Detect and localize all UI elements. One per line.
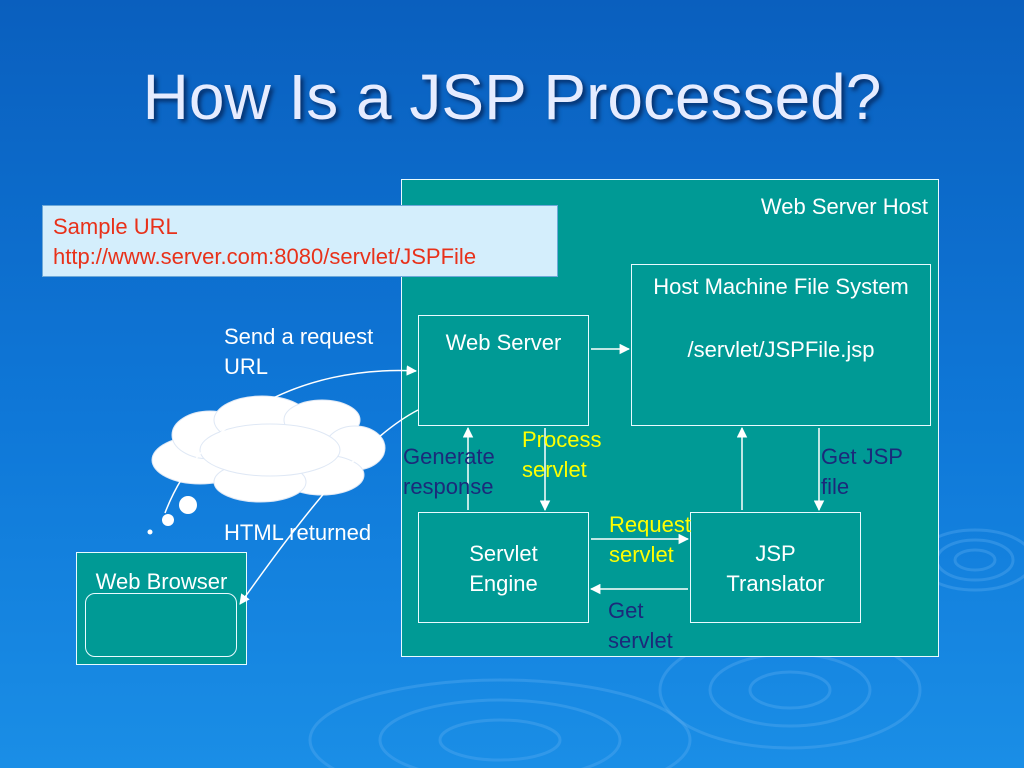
request-servlet-line2: servlet xyxy=(609,542,674,567)
get-jsp-file-label: Get JSP file xyxy=(821,442,903,502)
process-servlet-line1: Process xyxy=(522,427,602,452)
jsp-file-path: /servlet/JSPFile.jsp xyxy=(687,337,875,362)
web-server-box: Web Server xyxy=(418,315,589,426)
process-servlet-label: Process servlet xyxy=(522,425,601,485)
generate-response-line2: response xyxy=(403,474,494,499)
host-file-system-label: Host Machine File System xyxy=(653,274,909,299)
get-servlet-line1: Get xyxy=(608,598,644,623)
browser-window-frame xyxy=(85,593,237,657)
slide-title: How Is a JSP Processed? xyxy=(142,61,882,133)
thought-bubble-large-dot xyxy=(179,496,197,514)
thought-bubble-tiny-dot xyxy=(147,529,153,535)
servlet-engine-label: Servlet Engine xyxy=(419,539,588,599)
thought-bubble-small-dot xyxy=(162,514,174,526)
generate-response-label: Generate response xyxy=(403,442,495,502)
jsp-translator-box: JSP Translator xyxy=(690,512,861,623)
web-server-host-label: Web Server Host xyxy=(760,194,928,219)
send-request-line1: Send a request xyxy=(224,324,374,349)
web-server-label: Web Server xyxy=(445,330,562,355)
internet-cloud-icon xyxy=(151,395,386,503)
jsp-translator-line2: Translator xyxy=(726,571,825,596)
request-servlet-line1: Request xyxy=(609,512,691,537)
web-browser-box: Web Browser xyxy=(76,552,247,665)
send-request-label: Send a request URL xyxy=(224,322,373,382)
generate-response-line1: Generate xyxy=(403,444,495,469)
host-file-system-box: Host Machine File System /servlet/JSPFil… xyxy=(631,264,931,426)
sample-url-label: Sample URL xyxy=(53,214,178,239)
html-returned-arrow xyxy=(239,409,419,605)
sample-url-value: http://www.server.com:8080/servlet/JSPFi… xyxy=(53,244,477,269)
jsp-translator-label: JSP Translator xyxy=(691,539,860,599)
get-jsp-file-line2: file xyxy=(821,474,850,499)
html-returned-label: HTML returned xyxy=(224,520,372,545)
get-jsp-file-line1: Get JSP xyxy=(821,444,903,469)
jsp-translator-line1: JSP xyxy=(755,541,796,566)
sample-url-box: Sample URL http://www.server.com:8080/se… xyxy=(42,205,558,277)
process-servlet-line2: servlet xyxy=(522,457,587,482)
get-servlet-line2: servlet xyxy=(608,628,673,653)
request-servlet-label: Request servlet xyxy=(609,510,691,570)
servlet-engine-box: Servlet Engine xyxy=(418,512,589,623)
servlet-engine-line1: Servlet xyxy=(469,541,538,566)
request-url-arrow xyxy=(164,365,418,514)
send-request-line2: URL xyxy=(224,354,269,379)
get-servlet-label: Get servlet xyxy=(608,596,673,656)
servlet-engine-line2: Engine xyxy=(469,571,538,596)
web-browser-label: Web Browser xyxy=(95,569,228,594)
